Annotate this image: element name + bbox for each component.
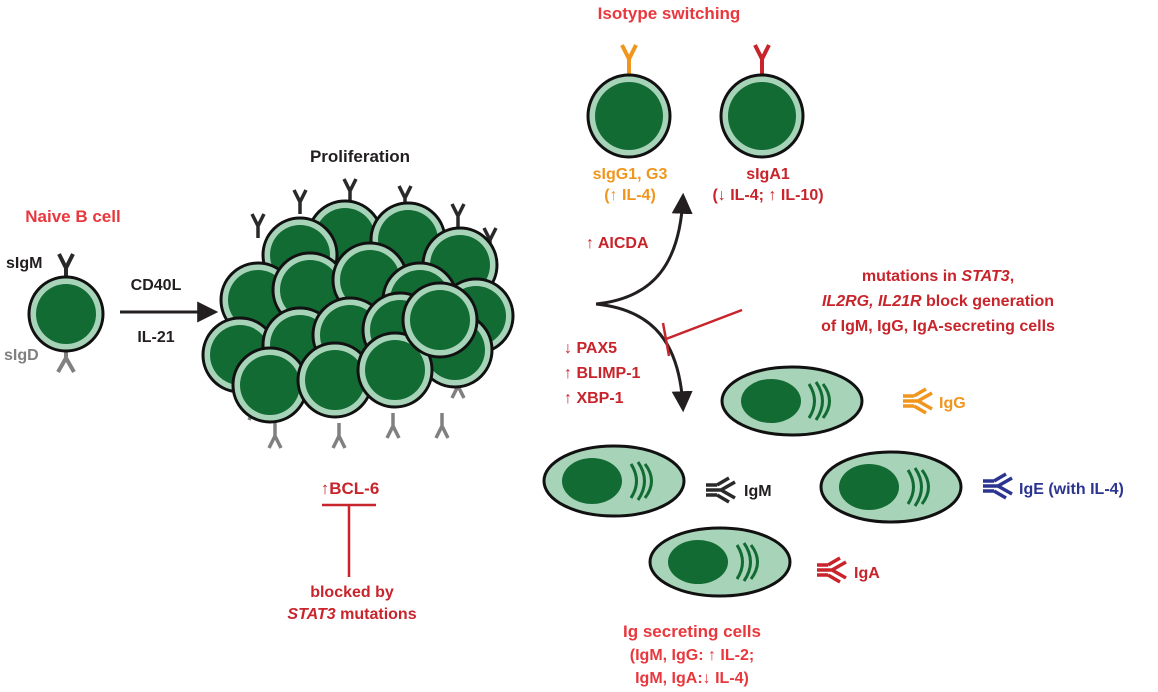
iga-label: IgA [854, 565, 880, 582]
xbp1-label: ↑ XBP-1 [564, 390, 624, 407]
plasma-cell-ige [819, 450, 963, 524]
ig-secreting-title: Ig secreting cells [623, 622, 761, 641]
bcl6-label: ↑BCL-6 [321, 479, 380, 498]
sigg-label-line2: (↑ IL-4) [604, 187, 656, 204]
blocked-line1: blocked by [310, 584, 394, 601]
proliferating-cell [231, 346, 309, 424]
siga-label-line1: sIgA1 [746, 166, 790, 183]
mutations-line1: mutations in STAT3, [862, 268, 1014, 285]
sigg-receptor-icon [620, 44, 638, 75]
proliferating-cell [356, 331, 434, 409]
cluster-top-receptors-icon [250, 178, 498, 252]
naive-b-cell [27, 253, 105, 373]
proliferation-cluster [201, 178, 515, 449]
ig-secreting-line3: IgM, IgA:↓ IL-4) [635, 670, 749, 687]
plasma-cell-iga [648, 526, 792, 598]
mutations-line3: of IgM, IgG, IgA-secreting cells [821, 318, 1055, 335]
blocked-line2: STAT3 mutations [287, 606, 416, 623]
proliferation-label: Proliferation [310, 147, 410, 166]
naive-b-cell-label: Naive B cell [25, 207, 120, 226]
sigg-label-line1: sIgG1, G3 [593, 166, 668, 183]
siga-receptor-icon [753, 44, 771, 75]
ige-label: IgE (with IL-4) [1019, 481, 1124, 498]
pax5-label: ↓ PAX5 [564, 340, 617, 357]
sigd-label: sIgD [4, 347, 39, 364]
igm-antibody-icon [706, 476, 736, 504]
secreting-arrow [595, 302, 693, 413]
mutations-line2: IL2RG, IL21R block generation [822, 293, 1054, 310]
ige-antibody-icon [983, 472, 1013, 500]
siga-cell [719, 44, 805, 159]
blimp1-label: ↑ BLIMP-1 [564, 365, 641, 382]
il21-label: IL-21 [137, 329, 174, 346]
igg-label: IgG [939, 395, 966, 412]
sigg-cell [586, 44, 672, 159]
igm-label: IgM [744, 483, 772, 500]
plasma-cell-igg [720, 365, 864, 437]
proliferating-cell [296, 341, 374, 419]
mutation-inhibition-symbol [661, 308, 743, 357]
plasma-cell-igm [542, 444, 686, 518]
switching-arrow [595, 192, 693, 306]
aicda-label: ↑ AICDA [586, 235, 649, 252]
proliferating-cell [401, 281, 479, 359]
sigm-label: sIgM [6, 255, 42, 272]
isotype-switching-title: Isotype switching [598, 4, 741, 23]
bcl6-inhibition-symbol [322, 503, 376, 577]
cd40l-label: CD40L [131, 277, 182, 294]
igg-antibody-icon [903, 387, 933, 415]
ig-secreting-line2: (IgM, IgG: ↑ IL-2; [630, 647, 754, 664]
iga-antibody-icon [817, 556, 847, 584]
siga-label-line2: (↓ IL-4; ↑ IL-10) [712, 187, 823, 204]
